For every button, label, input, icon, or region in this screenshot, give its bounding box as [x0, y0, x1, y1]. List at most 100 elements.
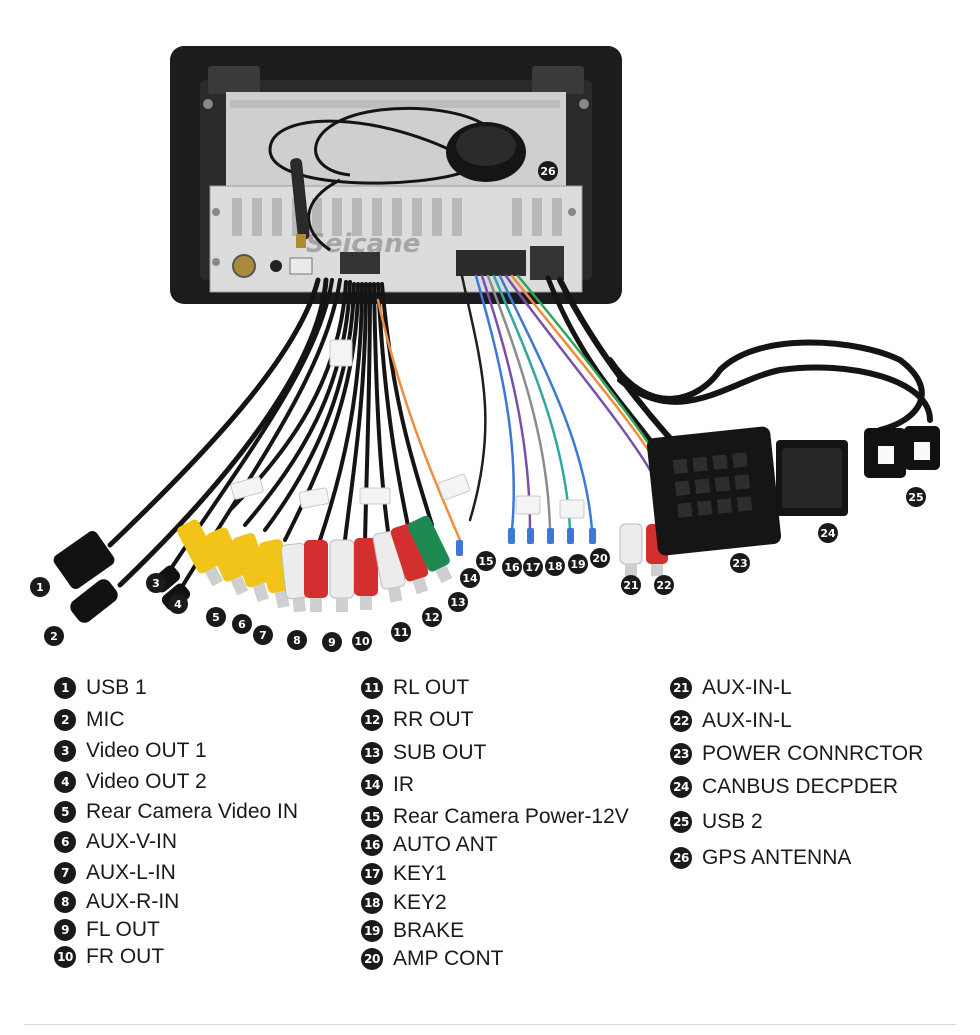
usb2-cable	[607, 339, 933, 433]
legend-label: GPS ANTENNA	[702, 846, 852, 869]
callout-circle	[523, 557, 543, 577]
signal-wires	[376, 274, 667, 542]
callout-badge: 25	[906, 487, 926, 507]
canbus-port	[530, 246, 564, 280]
port-block-left	[289, 257, 313, 275]
legend-label: FL OUT	[86, 918, 160, 941]
callout-number: 5	[212, 611, 220, 624]
screw-mid-left	[212, 208, 220, 216]
legend-item: 1 USB 1	[54, 676, 147, 700]
legend-number-badge: 26	[670, 847, 692, 869]
legend-number-badge: 1	[54, 677, 76, 699]
callout-circle	[232, 614, 252, 634]
callout-badge: 18	[545, 556, 565, 576]
legend-number-badge: 16	[361, 834, 383, 856]
mount-tab-left	[208, 66, 260, 94]
callout-badge: 8	[287, 630, 307, 650]
legend-item: 2 MIC	[54, 708, 125, 732]
callout-circle	[30, 577, 50, 597]
callout-badge: 21	[621, 575, 641, 595]
chassis-vents	[232, 198, 562, 236]
legend-label: AUX-R-IN	[86, 890, 180, 913]
legend-label: USB 2	[702, 810, 763, 833]
callout-badge: 19	[568, 554, 588, 574]
callout-circle	[590, 548, 610, 568]
callout-number: 1	[36, 581, 44, 594]
legend-number-badge: 4	[54, 771, 76, 793]
legend-number-badge: 2	[54, 709, 76, 731]
callout-circle	[206, 607, 226, 627]
callout-badge: 1	[30, 577, 50, 597]
legend-label: CANBUS DECPDER	[702, 775, 899, 798]
chassis-strip	[230, 100, 560, 108]
callout-circle	[422, 607, 442, 627]
callout-circle	[391, 622, 411, 642]
callout-badge: 22	[654, 575, 674, 595]
callout-badge: 24	[818, 523, 838, 543]
legend-label: USB 1	[86, 676, 147, 699]
callout-circle	[460, 568, 480, 588]
callout-number: 22	[656, 579, 671, 592]
legend-label: AUX-IN-L	[702, 709, 792, 732]
power-port	[456, 250, 526, 276]
callout-number: 10	[354, 635, 370, 648]
legend-item: 22 AUX-IN-L	[670, 709, 792, 733]
callout-number: 9	[328, 636, 336, 649]
callout-badge: 23	[730, 553, 750, 573]
harness-cables	[107, 275, 703, 592]
legend-number-badge: 22	[670, 710, 692, 732]
legend-label: MIC	[86, 708, 125, 731]
screw-bottom-left	[212, 258, 220, 266]
callout-circle	[253, 625, 273, 645]
legend-label: Rear Camera Power-12V	[393, 805, 629, 828]
legend-label: POWER CONNRCTOR	[702, 742, 924, 765]
legend-label: Video OUT 1	[86, 739, 207, 762]
callout-number: 7	[259, 629, 267, 642]
callout-badge: 11	[391, 622, 411, 642]
callout-badge: 26	[538, 161, 558, 181]
callout-circle	[818, 523, 838, 543]
legend-number-badge: 17	[361, 863, 383, 885]
callout-number: 24	[820, 527, 836, 540]
legend-label: AUX-IN-L	[702, 676, 792, 699]
callout-badge: 16	[502, 557, 522, 577]
legend-number-badge: 23	[670, 743, 692, 765]
gps-antenna	[268, 106, 526, 252]
legend-label: SUB OUT	[393, 741, 487, 764]
callout-badge: 14	[460, 568, 480, 588]
callout-number: 12	[424, 611, 439, 624]
wiring-diagram: Seicane	[30, 46, 940, 652]
legend-number-badge: 9	[54, 919, 76, 941]
legend-label: AUX-V-IN	[86, 830, 178, 853]
callout-circle	[44, 626, 64, 646]
callout-number: 15	[478, 555, 493, 568]
callout-badge: 10	[352, 631, 372, 651]
legend-number-badge: 7	[54, 862, 76, 884]
callout-number: 6	[238, 618, 246, 631]
legend-number-badge: 14	[361, 774, 383, 796]
callout-number: 4	[174, 598, 182, 611]
legend-label: RR OUT	[393, 708, 474, 731]
usb1-plug	[53, 531, 115, 589]
legend-label: RL OUT	[393, 676, 470, 699]
callout-number: 17	[525, 561, 540, 574]
usb2-plugs	[864, 426, 940, 478]
callout-number: 19	[570, 558, 585, 571]
callout-badge: 12	[422, 607, 442, 627]
callout-circle	[287, 630, 307, 650]
callout-circle	[538, 161, 558, 181]
callout-number: 26	[540, 165, 556, 178]
callout-badge: 9	[322, 632, 342, 652]
mic-plug	[70, 579, 118, 623]
watermark: Seicane	[306, 229, 420, 259]
